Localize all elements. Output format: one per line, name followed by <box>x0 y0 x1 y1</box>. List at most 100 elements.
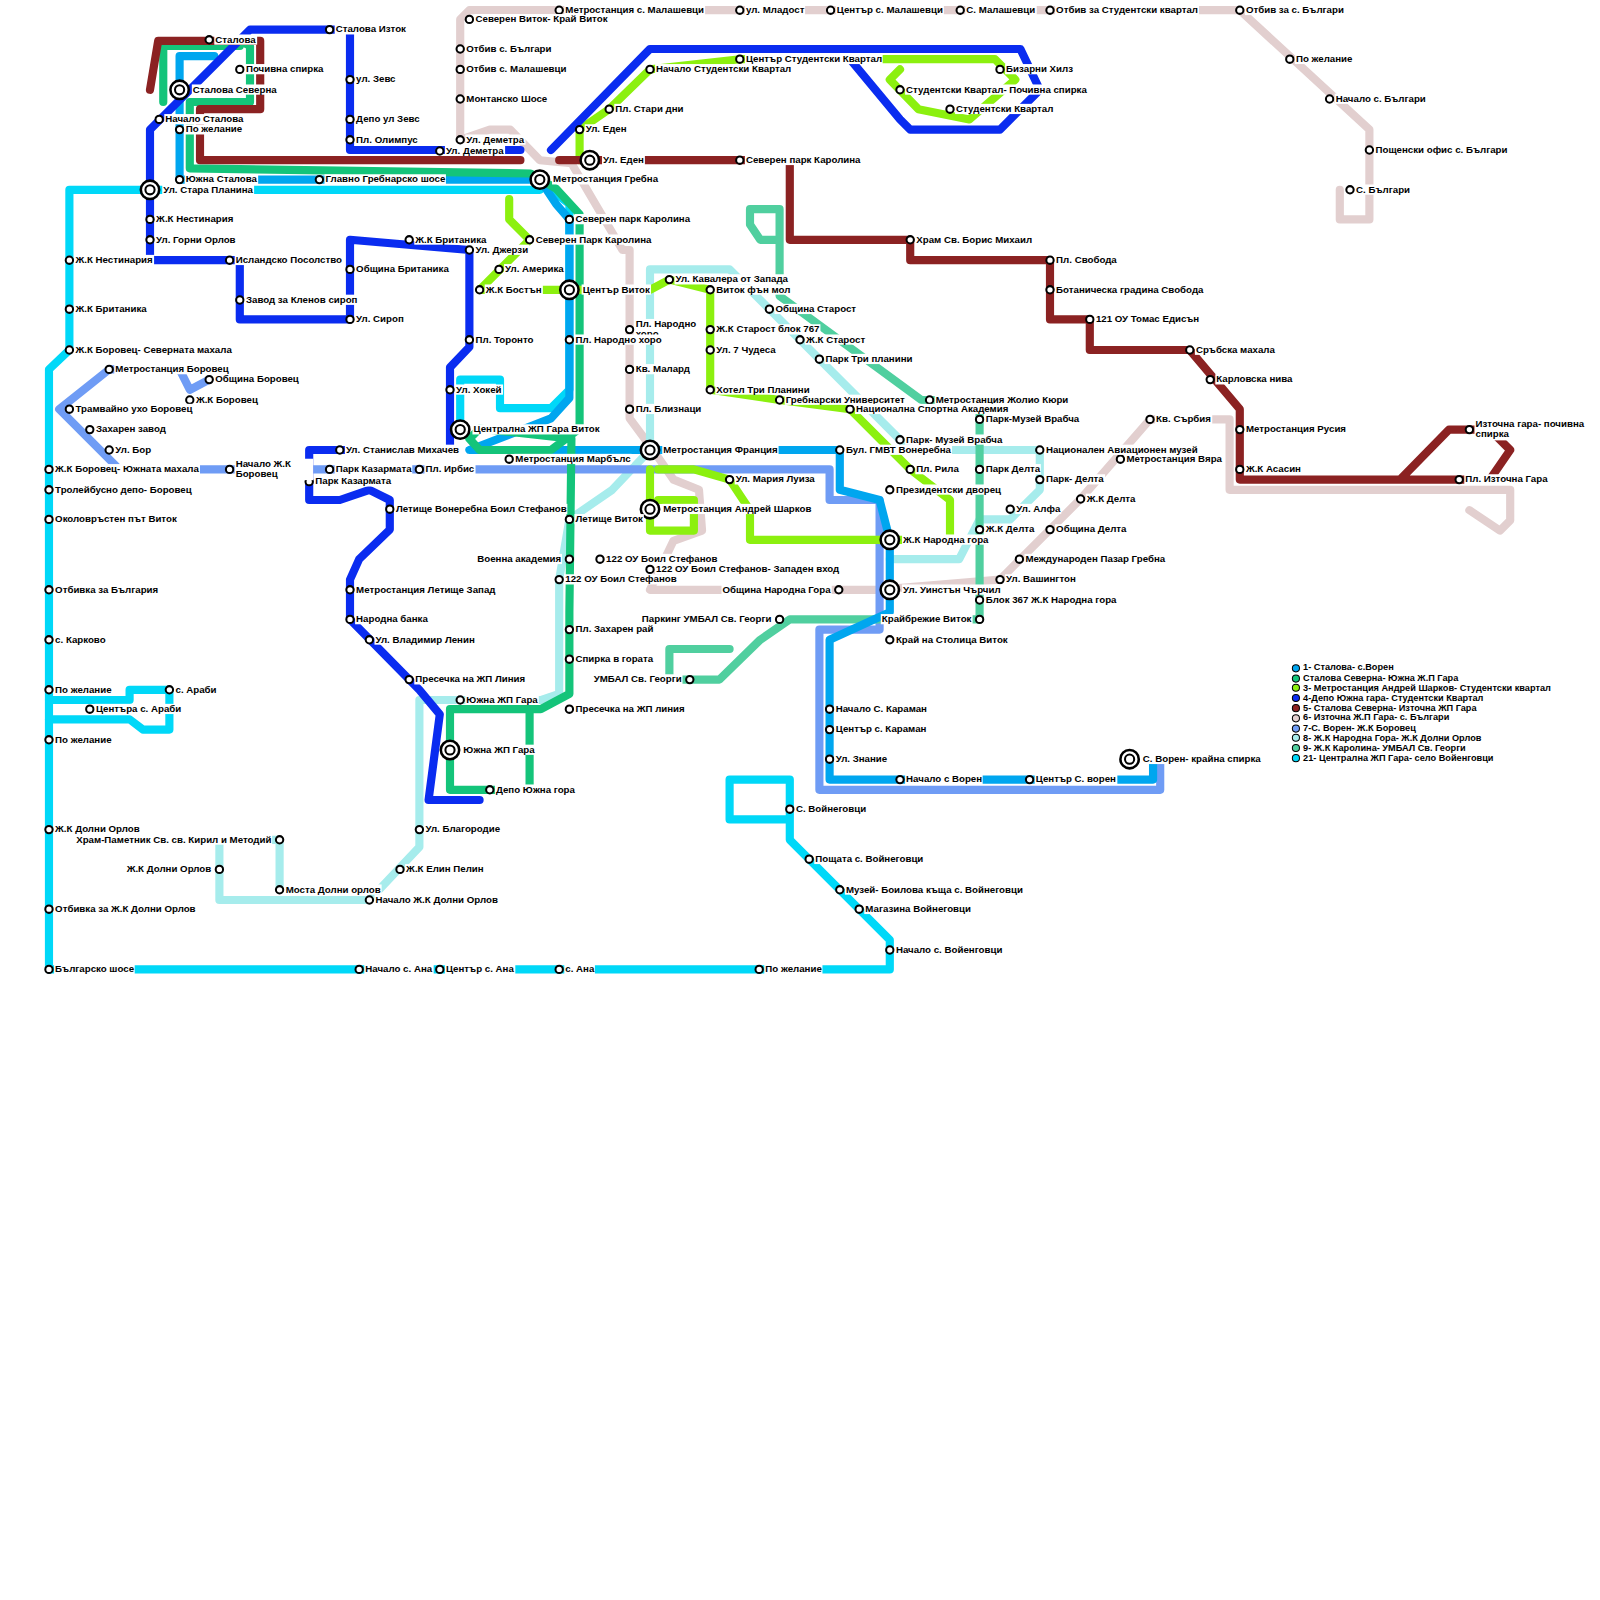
station-dot <box>566 556 573 563</box>
station-dot <box>835 586 842 593</box>
station-name: Кв. Малард <box>635 364 691 375</box>
station-name: Пл. Торонто <box>474 334 534 345</box>
station-marker <box>641 441 659 459</box>
station-marker <box>707 286 714 293</box>
station-marker <box>896 86 903 93</box>
station-name: Северен парк Каролина <box>745 155 862 166</box>
station-dot-inner <box>175 85 184 94</box>
station-name: Ул. Деметра <box>465 134 525 145</box>
station-dot <box>366 636 373 643</box>
station-dot <box>726 476 733 483</box>
station-marker <box>386 506 393 513</box>
station-dot <box>1236 426 1243 433</box>
station-marker <box>531 170 549 188</box>
legend-text: 7-С. Ворен- Ж.К Боровец <box>1303 724 1416 733</box>
station-marker <box>346 586 353 593</box>
station-dot <box>45 516 52 523</box>
station-marker <box>976 526 983 533</box>
legend-text: 1- Сталова- с.Ворен <box>1303 664 1394 673</box>
station-dot <box>566 626 573 633</box>
station-name: 121 ОУ Томас Едисън <box>1095 314 1200 325</box>
station-name: Сталова Северна <box>192 84 278 95</box>
legend-swatch <box>1292 754 1300 762</box>
station-dot <box>996 576 1003 583</box>
station-dot <box>146 236 153 243</box>
station-dot <box>1236 7 1243 14</box>
station-marker <box>366 636 373 643</box>
station-dot <box>1120 750 1138 768</box>
station-marker <box>166 686 173 693</box>
station-dot <box>451 420 469 438</box>
station-dot <box>686 676 693 683</box>
station-dot <box>206 376 213 383</box>
station-marker <box>1207 376 1214 383</box>
station-dot <box>276 886 283 893</box>
station-name: Пл. Свобода <box>1055 255 1118 266</box>
station-dot <box>86 426 93 433</box>
station-dot <box>176 126 183 133</box>
station-name: Център с. Караман <box>835 724 928 735</box>
station-dot <box>45 636 52 643</box>
station-name: Ж.К Народна гора <box>902 534 989 545</box>
station-dot <box>896 776 903 783</box>
station-name: Южна Сталова <box>185 174 258 185</box>
station-dot <box>106 366 113 373</box>
station-name: Крайбрежие Виток <box>881 614 973 625</box>
station-dot <box>626 366 633 373</box>
station-marker <box>756 966 763 973</box>
station-dot <box>556 576 563 583</box>
station-marker <box>646 566 653 573</box>
legend-text: 4-Депо Южна гара- Студентски Квартал <box>1303 694 1483 703</box>
legend-text: 5- Сталова Северна- Източна ЖП Гара <box>1303 704 1477 713</box>
station-name: Ул. Алфа <box>1015 504 1061 515</box>
station-dot <box>566 336 573 343</box>
station-marker <box>316 176 323 183</box>
station-dot <box>806 856 813 863</box>
station-name: Ул. Вашингтон <box>1005 574 1077 585</box>
station-name: С. Войнеговци <box>795 804 867 815</box>
station-dot-inner <box>565 285 574 294</box>
route-line <box>59 369 1160 789</box>
station-name: Ул. Хокей <box>455 384 502 395</box>
station-name: Пл. Ирбис <box>424 464 475 475</box>
station-marker <box>726 476 733 483</box>
station-marker <box>976 466 983 473</box>
station-marker <box>45 686 52 693</box>
station-name: Ж.К Делта <box>985 524 1036 535</box>
station-name: Пл. Стари дни <box>614 104 684 115</box>
station-marker <box>216 866 223 873</box>
station-dot <box>766 306 773 313</box>
station-marker <box>1146 416 1153 423</box>
station-dot <box>1186 346 1193 353</box>
station-marker <box>707 326 714 333</box>
station-marker <box>776 616 783 623</box>
station-dot <box>457 95 464 102</box>
station-name: Българско шосе <box>54 964 135 975</box>
station-marker <box>1236 426 1243 433</box>
station-dot <box>236 66 243 73</box>
station-dot <box>316 176 323 183</box>
station-marker <box>457 95 464 102</box>
station-marker <box>707 386 714 393</box>
station-marker <box>846 406 853 413</box>
station-marker <box>466 246 473 253</box>
station-dot <box>881 581 899 599</box>
station-dot <box>1036 446 1043 453</box>
station-marker <box>486 786 493 793</box>
station-dot <box>476 286 483 293</box>
station-dot <box>1046 526 1053 533</box>
station-marker <box>406 676 413 683</box>
station-name: Паркинг УМБАЛ Св. Георги <box>641 614 773 625</box>
station-name: Завод за Кленов сироп <box>245 295 359 306</box>
station-marker <box>566 656 573 663</box>
station-name: Летище Вонеребна Боил Стефанов <box>395 504 568 515</box>
station-name: Парк Казармата <box>335 464 413 475</box>
station-dot <box>1046 257 1053 264</box>
station-marker <box>156 116 163 123</box>
station-marker <box>1346 186 1353 193</box>
station-name: Метростанция Марбълс <box>514 454 631 465</box>
station-marker <box>566 706 573 713</box>
station-name: Ж.К Старост блок 767 <box>715 324 820 335</box>
